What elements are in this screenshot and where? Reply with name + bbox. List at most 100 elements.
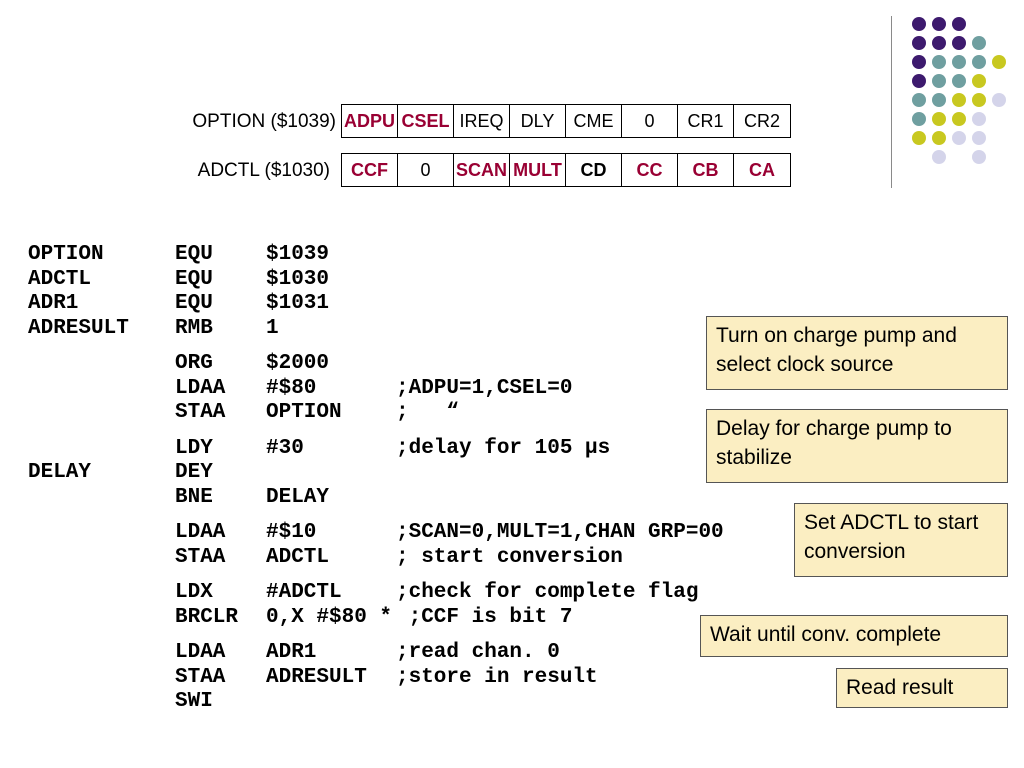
code-op: LDAA (175, 521, 226, 544)
decor-dot (952, 36, 966, 50)
code-arg: ADR1 (266, 641, 317, 664)
note-read-result: Read result (836, 668, 1008, 708)
adctl-bit-2: SCAN (454, 154, 510, 186)
decor-dot (952, 17, 966, 31)
note-set-adctl: Set ADCTL to start conversion (794, 503, 1008, 577)
code-comment: ;check for complete flag (396, 581, 699, 604)
code-op: DEY (175, 461, 213, 484)
decor-dot (912, 17, 926, 31)
code-arg: $1039 (266, 243, 330, 266)
code-arg: ADRESULT (266, 665, 367, 689)
decor-dot (932, 17, 946, 31)
decor-dot (912, 36, 926, 50)
code-arg: ADCTL (266, 545, 330, 569)
code-arg: 0,X #$80 * (266, 605, 393, 629)
adctl-bit-6: CB (678, 154, 734, 186)
code-comment: ;store in result (396, 665, 598, 689)
decor-dot (932, 150, 946, 164)
code-comment: ;delay for 105 µs (396, 436, 611, 460)
decor-dot (972, 36, 986, 50)
decor-dot (952, 131, 966, 145)
option-bit-5: 0 (622, 105, 678, 137)
decor-dot (932, 36, 946, 50)
option-bit-1: CSEL (398, 105, 454, 137)
decor-dot (932, 93, 946, 107)
note-delay: Delay for charge pump to stabilize (706, 409, 1008, 483)
code-arg: $2000 (266, 352, 330, 375)
decor-dot (972, 74, 986, 88)
code-comment: ;CCF is bit 7 (396, 605, 573, 629)
note-wait-complete: Wait until conv. complete (700, 615, 1008, 657)
code-label: DELAY (28, 461, 92, 484)
code-arg: 1 (266, 316, 279, 340)
decorative-dot-grid (900, 10, 1010, 170)
code-op: SWI (175, 690, 213, 713)
adctl-bit-7: CA (749, 159, 775, 180)
code-arg: #$10 (266, 521, 317, 544)
code-op: RMB (175, 316, 213, 340)
code-op: ORG (175, 352, 213, 375)
code-comment: ;ADPU=1,CSEL=0 (396, 376, 573, 400)
option-bit-6: CR1 (678, 105, 734, 137)
divider-line (891, 16, 892, 188)
code-arg: #$80 (266, 376, 317, 400)
code-op: EQU (175, 292, 213, 315)
code-comment: ; start conversion (396, 545, 623, 569)
code-comment: ; “ (396, 401, 460, 424)
code-label: OPTION (28, 243, 104, 266)
code-arg: $1030 (266, 267, 330, 291)
code-label: ADCTL (28, 267, 92, 291)
code-arg: #ADCTL (266, 581, 342, 604)
option-register-label: OPTION ($1039) (192, 111, 336, 132)
adctl-bit-1: 0 (398, 154, 454, 186)
code-arg: $1031 (266, 292, 330, 315)
decor-dot (952, 112, 966, 126)
code-op: EQU (175, 243, 213, 266)
code-op: LDAA (175, 376, 226, 400)
code-op: BNE (175, 485, 213, 509)
decor-dot (952, 55, 966, 69)
code-label: ADRESULT (28, 316, 129, 340)
decor-dot (912, 74, 926, 88)
code-op: STAA (175, 401, 226, 424)
code-op: LDAA (175, 641, 226, 664)
adctl-bit-4: CD (566, 154, 622, 186)
decor-dot (912, 131, 926, 145)
adctl-register-label: ADCTL ($1030) (197, 160, 330, 181)
decor-dot (972, 55, 986, 69)
note-charge-pump: Turn on charge pump and select clock sou… (706, 316, 1008, 390)
decor-dot (932, 131, 946, 145)
code-op: STAA (175, 665, 226, 689)
decor-dot (912, 55, 926, 69)
code-op: EQU (175, 267, 213, 291)
decor-dot (912, 112, 926, 126)
decor-dot (972, 131, 986, 145)
code-op: STAA (175, 545, 226, 569)
code-arg: OPTION (266, 401, 342, 424)
code-op: BRCLR (175, 605, 239, 629)
decor-dot (992, 93, 1006, 107)
decor-dot (952, 93, 966, 107)
option-bit-3: DLY (510, 105, 566, 137)
decor-dot (912, 93, 926, 107)
code-arg: #30 (266, 436, 304, 460)
code-label: ADR1 (28, 292, 79, 315)
decor-dot (952, 74, 966, 88)
code-arg: DELAY (266, 485, 330, 509)
code-op: LDX (175, 581, 213, 604)
option-bit-7: CR2 (743, 110, 780, 131)
adctl-bit-5: CC (622, 154, 678, 186)
decor-dot (932, 55, 946, 69)
decor-dot (972, 150, 986, 164)
decor-dot (932, 74, 946, 88)
code-op: LDY (175, 436, 213, 460)
code-comment: ;SCAN=0,MULT=1,CHAN GRP=00 (396, 521, 724, 544)
decor-dot (992, 55, 1006, 69)
adctl-bit-0: CCF (342, 154, 398, 186)
code-comment: ;read chan. 0 (396, 641, 560, 664)
option-bit-2: IREQ (454, 105, 510, 137)
option-bit-0: ADPU (342, 105, 398, 137)
decor-dot (972, 93, 986, 107)
